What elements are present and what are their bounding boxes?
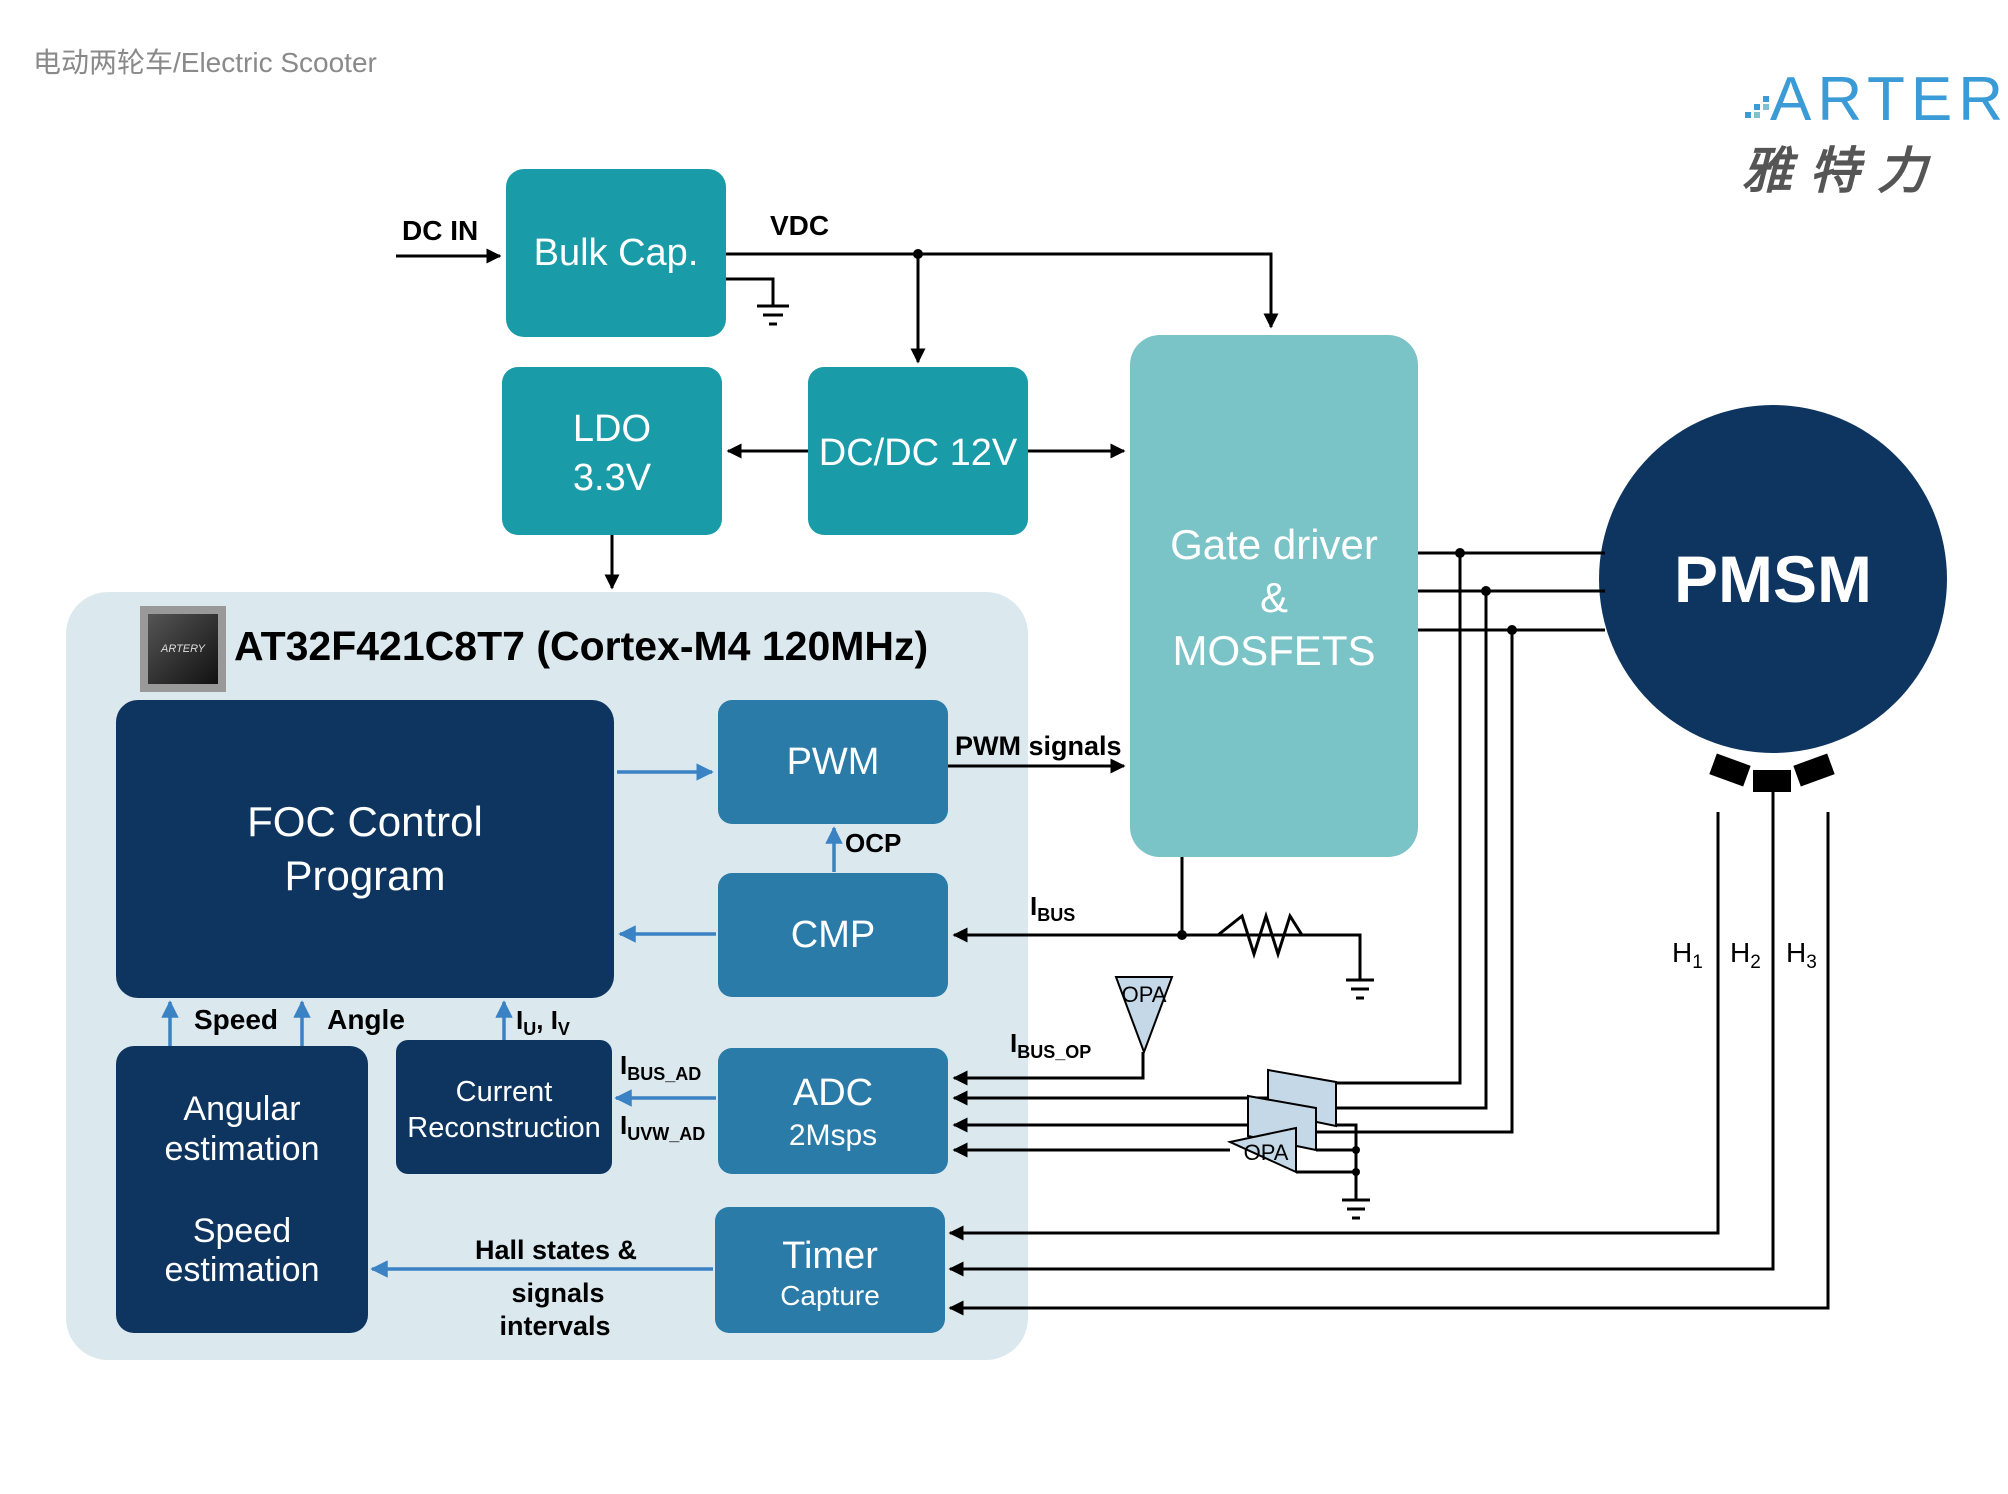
i-bus-ad-label: IBUS_AD	[620, 1050, 701, 1084]
current-reconstruction-block	[396, 1040, 612, 1174]
hall-h3-label: H3	[1786, 937, 1817, 973]
pmsm-motor	[1599, 405, 1947, 753]
dcdc-label: DC/DC 12V	[819, 432, 1018, 474]
artery-logo-pixels	[1745, 96, 1769, 118]
foc-label-2: Program	[284, 852, 445, 899]
angle-signal-label: Angle	[327, 1004, 405, 1035]
ocp-label: OCP	[845, 828, 901, 858]
hall-h2-label: H2	[1730, 937, 1761, 973]
bulk-cap-label: Bulk Cap.	[534, 232, 699, 274]
i-bus-label: IBUS	[1030, 891, 1075, 925]
angular-estimation-label: estimation	[165, 1130, 320, 1168]
bulk-cap-block	[506, 169, 726, 337]
internal-signal-arrows	[161, 763, 843, 1278]
adc-label: ADC	[793, 1072, 873, 1114]
adc-rate: 2Msps	[789, 1119, 877, 1152]
gate-driver-block	[1130, 335, 1418, 857]
dc-in-label: DC IN	[402, 215, 478, 246]
pwm-label: PWM	[787, 741, 880, 783]
cmp-block	[718, 873, 948, 997]
reconstruction-label: Reconstruction	[407, 1112, 600, 1144]
speed-signal-label: Speed	[194, 1004, 278, 1035]
ldo-voltage: 3.3V	[573, 457, 652, 499]
pwm-signals-label: PWM signals	[955, 731, 1122, 761]
dcdc-block	[808, 367, 1028, 535]
hall-states-label: Hall states &	[475, 1235, 637, 1265]
chip-icon: ARTERY	[140, 606, 226, 692]
angular-label: Angular	[183, 1090, 300, 1128]
external-wiring	[948, 551, 1830, 1316]
artery-wordmark: ARTERY	[1770, 65, 2008, 134]
adc-block	[718, 1048, 948, 1174]
hall-sensors	[1709, 753, 1835, 792]
timer-block	[715, 1207, 945, 1333]
opa-label-bottom: OPA	[1244, 1140, 1289, 1165]
artery-chinese-name: 雅 特 力	[1742, 142, 1932, 200]
speed-estimation-label: estimation	[165, 1251, 320, 1289]
cmp-label: CMP	[791, 914, 875, 956]
page-category: 电动两轮车/Electric Scooter	[33, 47, 377, 78]
hall-h1-label: H1	[1672, 937, 1703, 973]
artery-logo: ARTERY 雅 特 力	[1742, 65, 2008, 200]
gate-driver-amp: &	[1260, 574, 1288, 621]
iu-iv-label: IU, IV	[516, 1005, 570, 1039]
foc-control-block	[116, 700, 614, 998]
pmsm-label: PMSM	[1674, 542, 1872, 616]
opa-amplifiers	[1114, 976, 1337, 1174]
gate-driver-label: Gate driver	[1170, 521, 1378, 568]
i-bus-op-label: IBUS_OP	[1010, 1028, 1091, 1062]
vdc-label: VDC	[770, 210, 829, 241]
mcu-title: AT32F421C8T7 (Cortex-M4 120MHz)	[234, 623, 928, 669]
hall-intervals-label: intervals	[499, 1311, 610, 1341]
estimation-block	[116, 1046, 368, 1333]
hall-signals-label: signals	[511, 1278, 604, 1308]
ldo-block	[502, 367, 722, 535]
timer-label: Timer	[782, 1235, 878, 1277]
pwm-block	[718, 700, 948, 824]
opa-label-top: OPA	[1122, 982, 1167, 1007]
ldo-label: LDO	[573, 408, 651, 450]
i-uvw-ad-label: IUVW_AD	[620, 1110, 705, 1144]
current-label: Current	[456, 1076, 553, 1108]
chip-marking: ARTERY	[160, 643, 206, 655]
speed-label: Speed	[193, 1212, 291, 1250]
power-wiring	[396, 248, 1279, 590]
timer-capture: Capture	[780, 1280, 880, 1311]
mosfets-label: MOSFETS	[1172, 627, 1375, 674]
foc-label: FOC Control	[247, 798, 483, 845]
